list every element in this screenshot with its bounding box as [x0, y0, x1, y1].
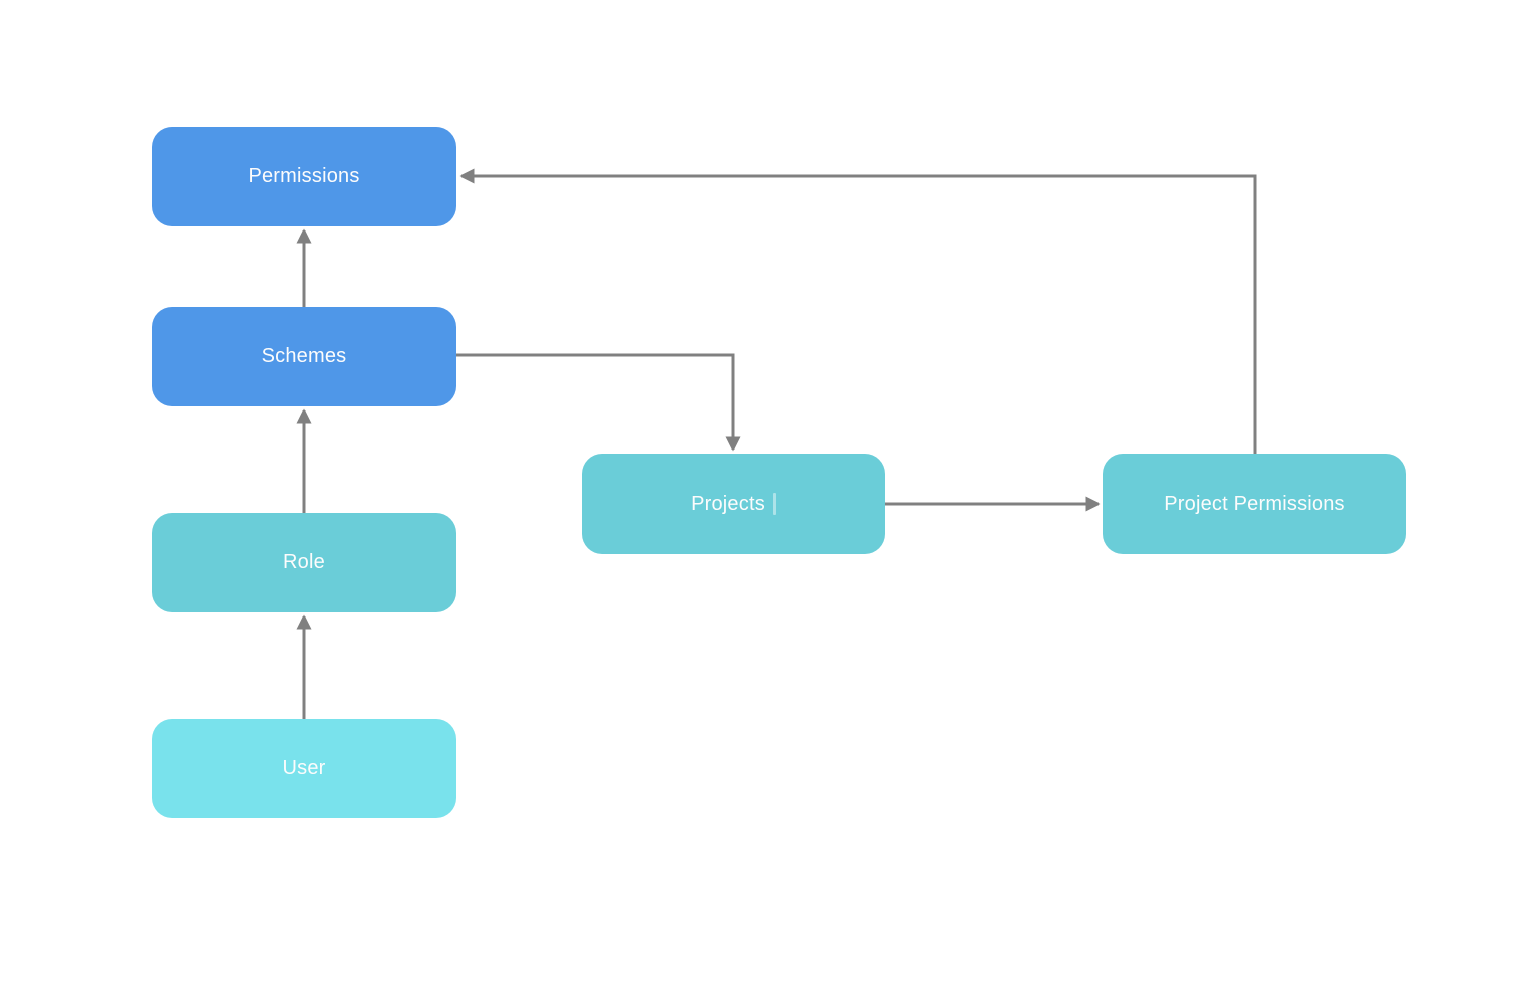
node-permissions[interactable]: Permissions: [152, 127, 456, 226]
node-project-permissions[interactable]: Project Permissions: [1103, 454, 1406, 554]
node-schemes[interactable]: Schemes: [152, 307, 456, 406]
node-label-permissions: Permissions: [248, 165, 360, 187]
node-user[interactable]: User: [152, 719, 456, 818]
node-label-role: Role: [283, 551, 325, 573]
connector-project-permissions-to-permissions: [459, 168, 1257, 454]
node-label-project-permissions: Project Permissions: [1164, 492, 1345, 515]
node-label-user: User: [282, 757, 326, 779]
node-label-schemes: Schemes: [261, 345, 347, 367]
node-label-projects: Projects: [691, 492, 765, 515]
node-projects[interactable]: Projects: [582, 454, 885, 554]
text-caret: [772, 493, 776, 515]
node-role[interactable]: Role: [152, 513, 456, 612]
connector-schemes-to-projects: [456, 353, 741, 452]
